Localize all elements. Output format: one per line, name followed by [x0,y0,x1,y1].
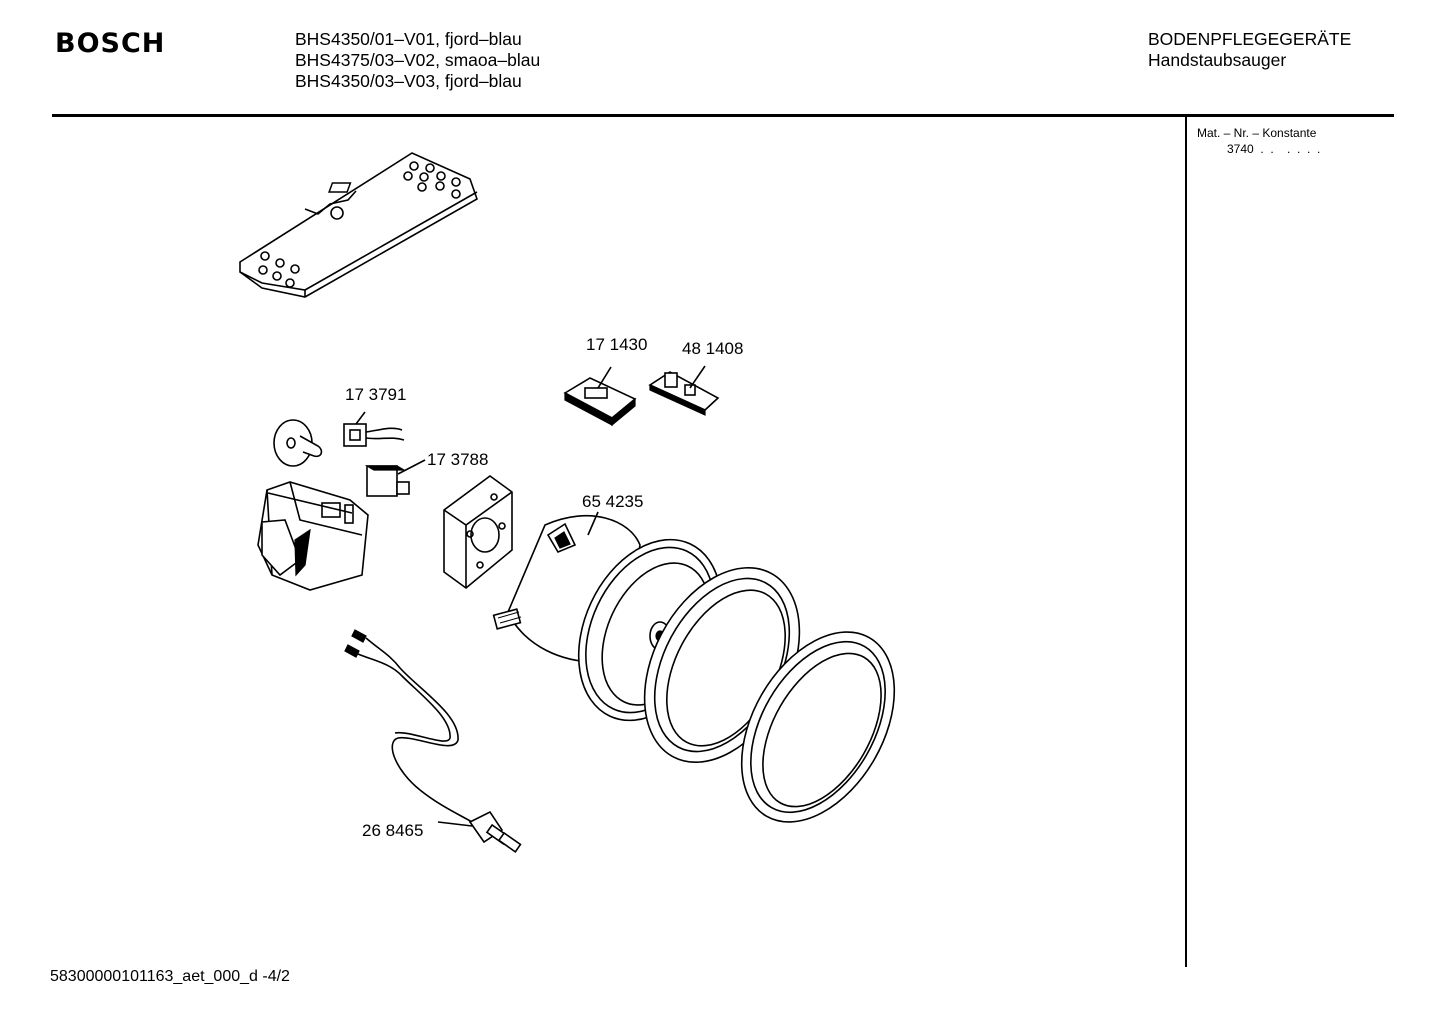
cover-plate [239,152,478,298]
part-label-481408: 48 1408 [682,339,743,358]
sidebar-header: Mat. – Nr. – Konstante [1197,126,1317,140]
category-title: BODENPFLEGEGERÄTE [1148,29,1352,49]
part-173791 [343,411,405,447]
model-line: BHS4375/03–V02, smaoa–blau [295,50,541,70]
seal-ring-2 [740,631,896,823]
disc-part [273,419,323,467]
part-171430 [563,366,637,427]
motor-bracket [257,481,369,591]
model-line: BHS4350/01–V01, fjord–blau [295,29,522,49]
sidebar-divider [1185,117,1187,967]
mounting-plate [443,475,513,590]
header-divider [52,114,1394,117]
part-label-173788: 17 3788 [427,450,488,469]
cable-268465 [344,629,522,853]
category-subtitle: Handstaubsauger [1148,50,1287,70]
model-line: BHS4350/03–V03, fjord–blau [295,71,522,91]
part-label-268465: 26 8465 [362,821,423,840]
category: BODENPFLEGEGERÄTE Handstaubsauger [1148,29,1351,71]
part-label-171430: 17 1430 [586,335,647,354]
part-label-173791: 17 3791 [345,385,406,404]
document-id: 58300000101163_aet_000_d -4/2 [50,968,290,985]
part-label-654235: 65 4235 [582,492,643,511]
model-list: BHS4350/01–V01, fjord–blau BHS4375/03–V0… [295,29,540,92]
part-173788 [364,459,426,497]
brand-logo: BOSCH [55,28,166,59]
part-481408 [648,365,720,416]
sidebar-value: 3740 . . . . . . [1227,142,1321,156]
